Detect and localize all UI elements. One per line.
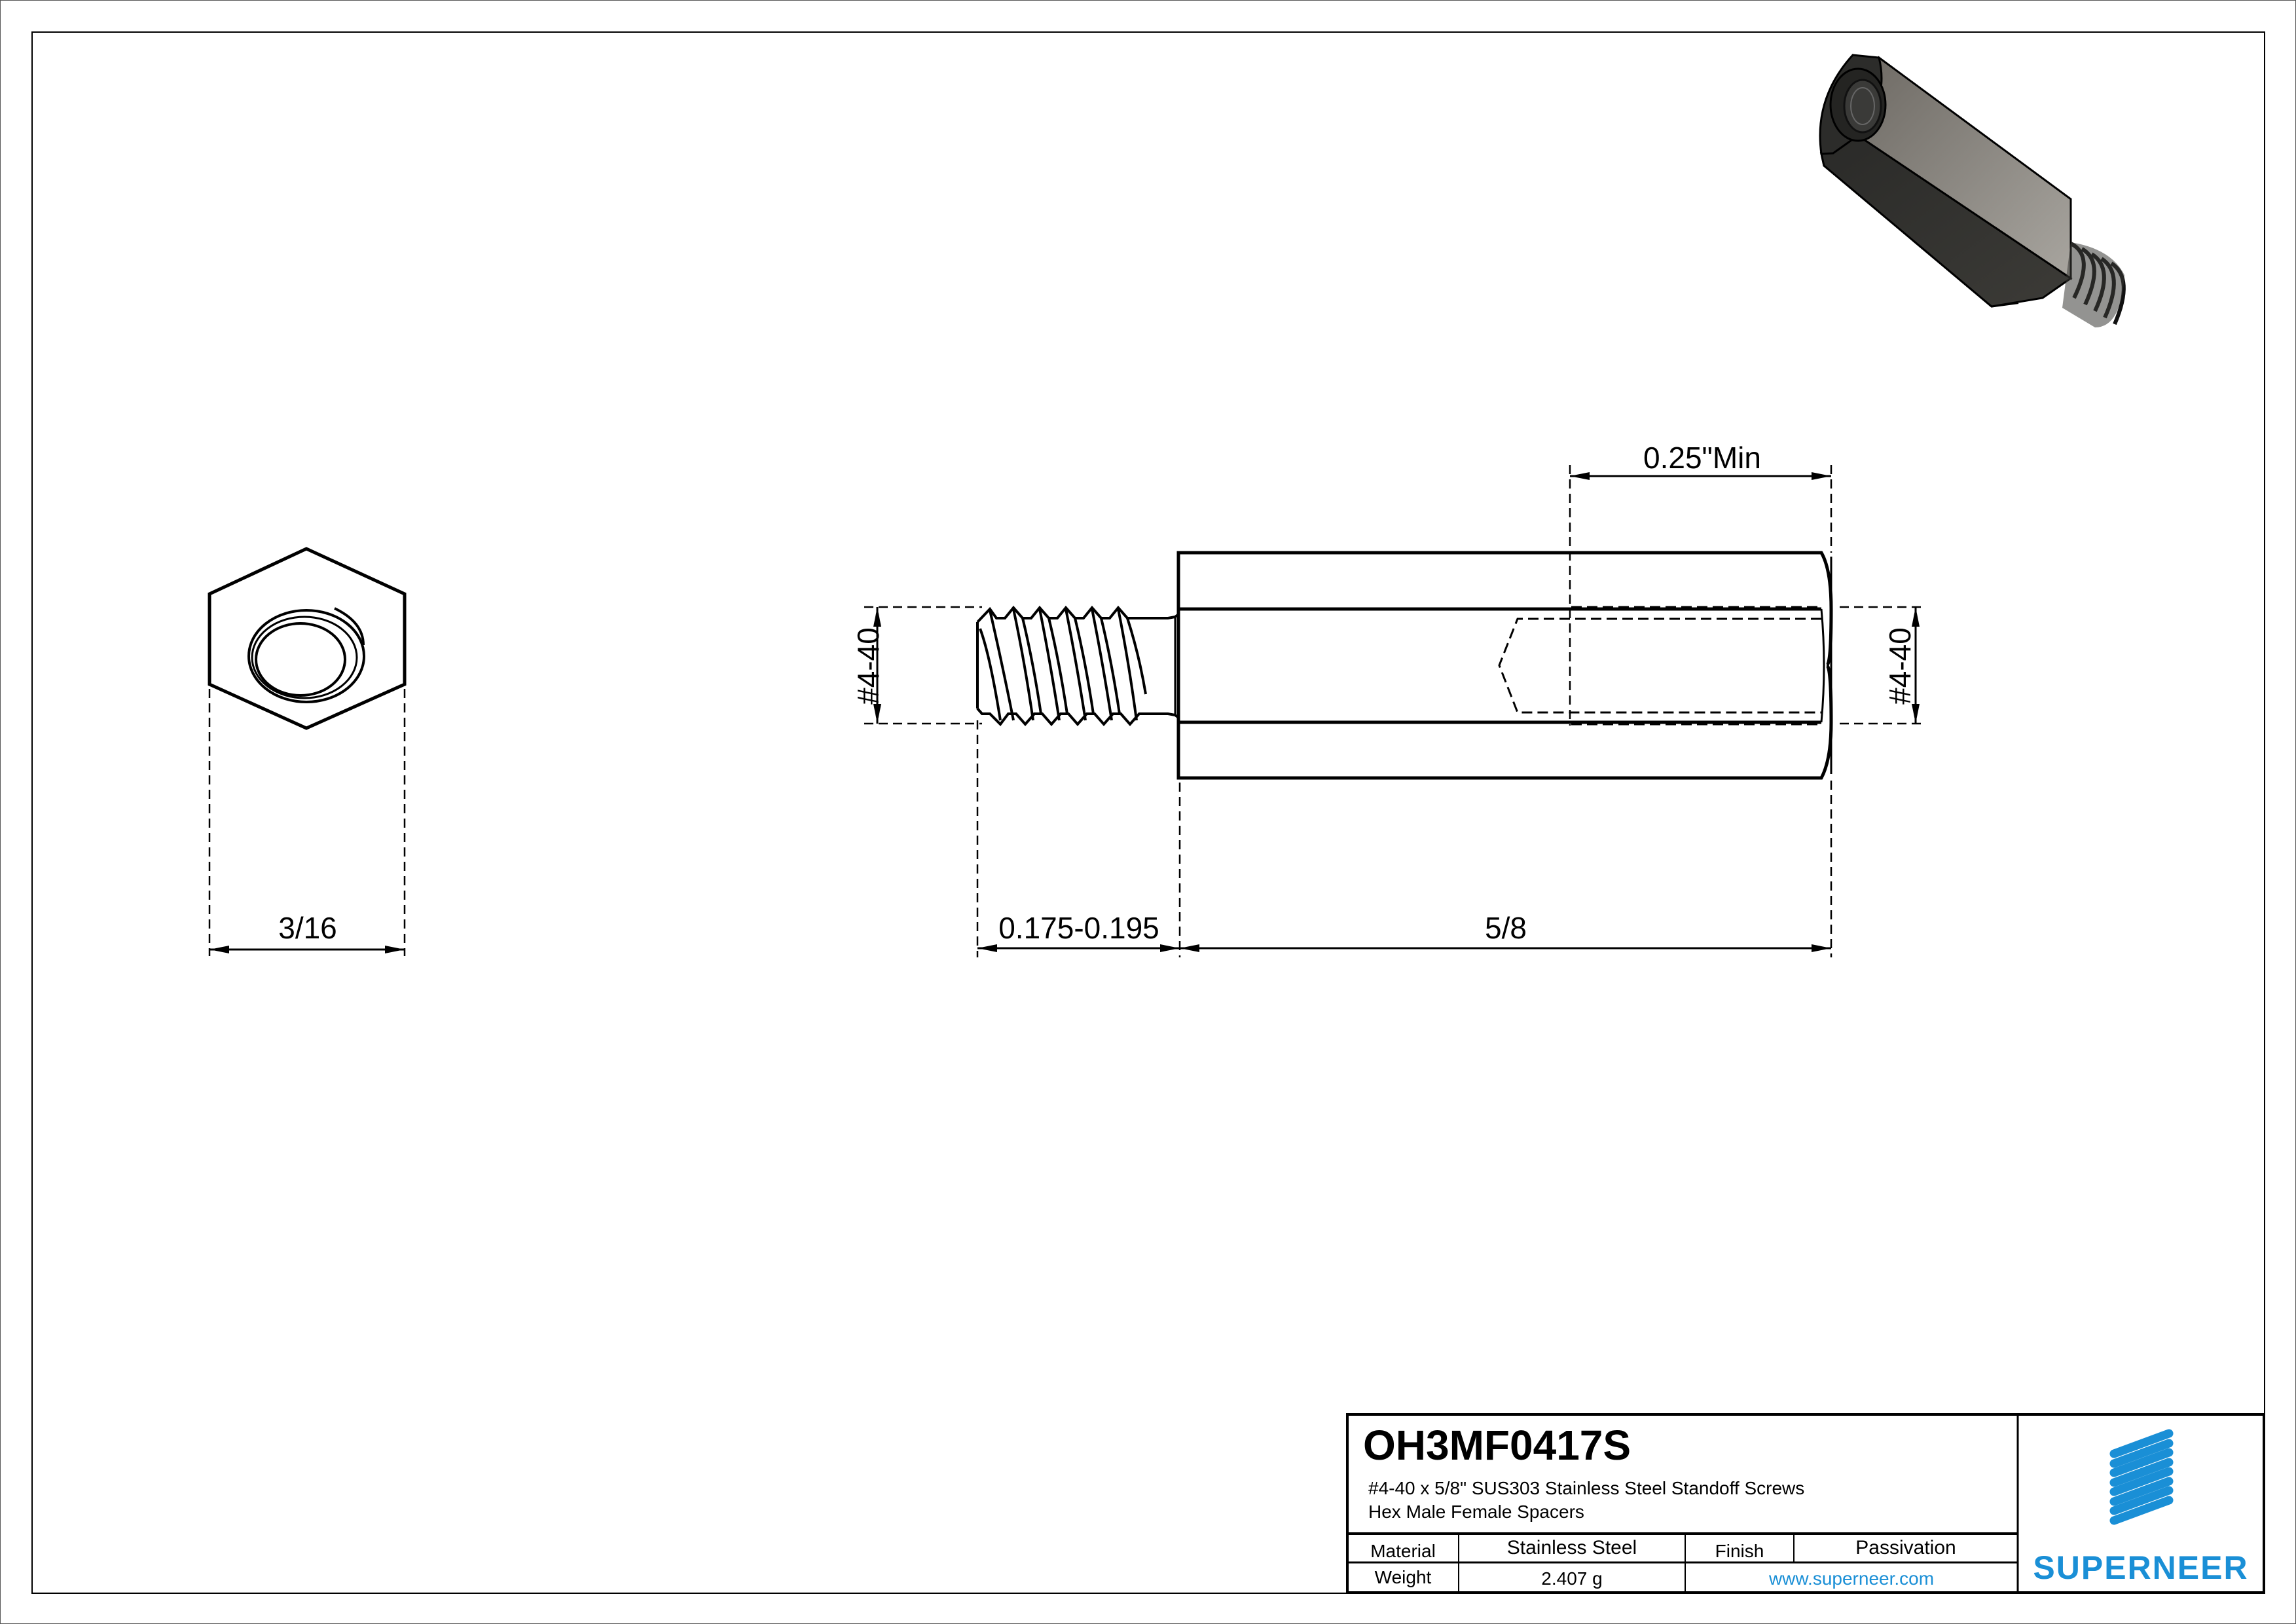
weight-value: 2.407 g xyxy=(1541,1568,1603,1589)
dim-male-thread-size: #4-40 xyxy=(851,627,885,705)
dim-body-length: 5/8 xyxy=(1485,911,1527,945)
dim-male-thread-length: 0.175-0.195 xyxy=(998,911,1159,945)
isometric-render xyxy=(1819,54,2126,327)
brand-name: SUPERNEER xyxy=(2033,1549,2249,1586)
end-view-hex xyxy=(208,547,407,956)
finish-label: Finish xyxy=(1715,1541,1764,1561)
description-line2: Hex Male Female Spacers xyxy=(1368,1502,1584,1522)
finish-value: Passivation xyxy=(1855,1537,1956,1559)
part-number: OH3MF0417S xyxy=(1363,1422,1631,1469)
weight-label: Weight xyxy=(1374,1567,1432,1587)
female-thread-hidden xyxy=(1498,606,1821,726)
dim-hex-across-flats: 3/16 xyxy=(278,911,337,945)
description-line1: #4-40 x 5/8" SUS303 Stainless Steel Stan… xyxy=(1368,1478,1805,1498)
material-label: Material xyxy=(1370,1541,1436,1561)
dim-female-thread-depth: 0.25"Min xyxy=(1643,441,1761,475)
material-value: Stainless Steel xyxy=(1506,1537,1637,1559)
title-block-lines xyxy=(1346,1413,2265,1594)
dim-female-thread-size: #4-40 xyxy=(1883,627,1917,705)
male-thread xyxy=(976,605,1180,727)
website-link[interactable]: www.superneer.com xyxy=(1768,1568,1935,1589)
diagonal-stripes-logo-icon xyxy=(2109,1429,2174,1525)
side-view xyxy=(864,465,1925,957)
drawing-border xyxy=(31,31,2265,1594)
